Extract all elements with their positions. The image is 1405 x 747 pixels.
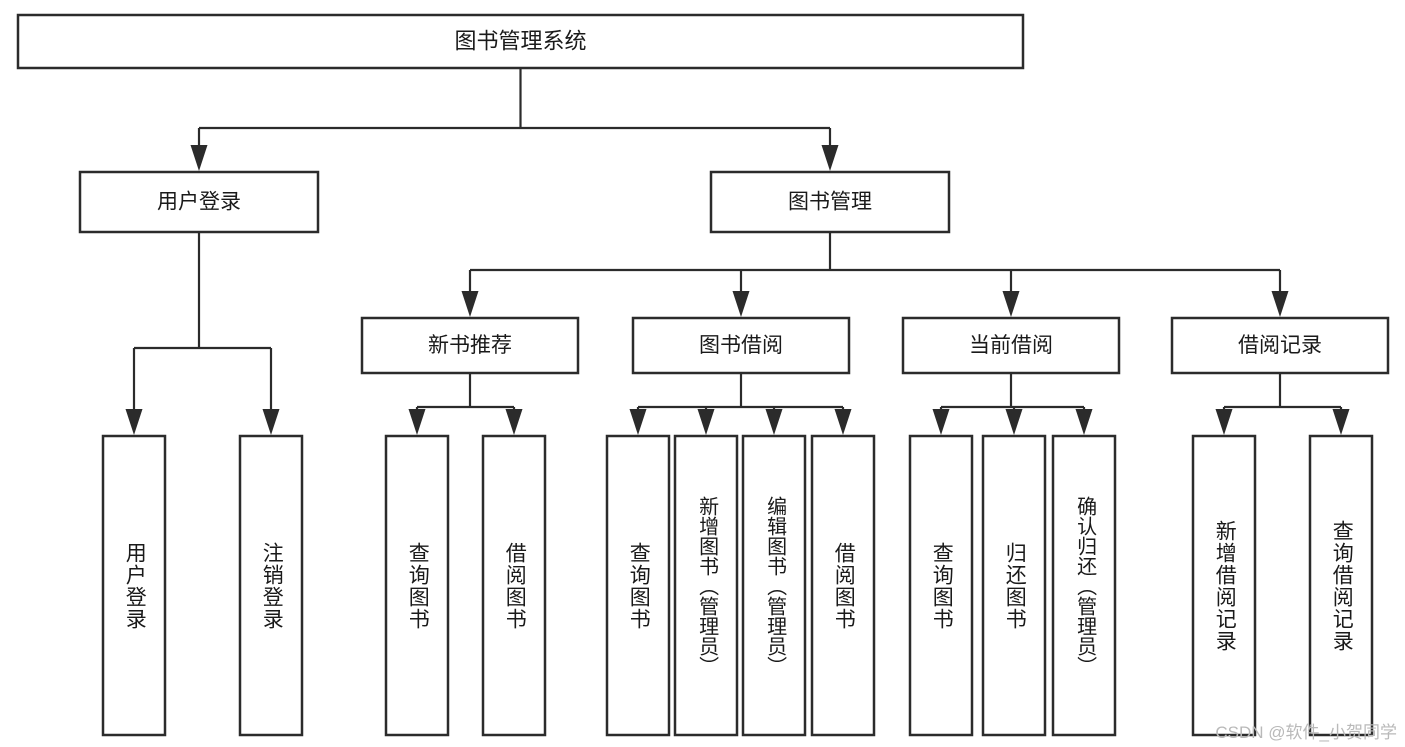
arrow-head-icon	[821, 145, 839, 171]
arrow-head-icon	[1332, 409, 1350, 435]
node-leaf-add-book[interactable]	[673, 434, 739, 737]
arrow-head-icon	[190, 145, 208, 171]
node-leaf-user-login[interactable]	[101, 434, 167, 737]
arrow-head-icon	[1075, 409, 1093, 435]
node-label-current-borrow: 当前借阅	[969, 334, 1053, 357]
node-new-book-rec[interactable]	[360, 316, 580, 375]
node-current-borrow[interactable]	[901, 316, 1121, 375]
arrow-head-icon	[697, 409, 715, 435]
node-leaf-query-book-3[interactable]	[908, 434, 974, 737]
node-leaf-query-record[interactable]	[1308, 434, 1374, 737]
node-leaf-borrow-book-2[interactable]	[810, 434, 876, 737]
node-user-login[interactable]	[78, 170, 320, 234]
arrow-head-icon	[125, 409, 143, 435]
node-label-new-book-rec: 新书推荐	[428, 334, 512, 357]
arrow-head-icon	[765, 409, 783, 435]
node-leaf-return-book[interactable]	[981, 434, 1047, 737]
arrow-head-icon	[408, 409, 426, 435]
node-root[interactable]	[16, 13, 1025, 70]
arrow-head-icon	[732, 291, 750, 317]
node-borrow-record[interactable]	[1170, 316, 1390, 375]
arrow-head-icon	[1002, 291, 1020, 317]
arrow-head-icon	[629, 409, 647, 435]
arrow-head-icon	[1215, 409, 1233, 435]
arrow-head-icon	[262, 409, 280, 435]
arrow-head-icon	[834, 409, 852, 435]
node-label-user-login: 用户登录	[157, 191, 241, 214]
watermark-text: CSDN @软件_小贺同学	[1215, 723, 1397, 742]
arrow-head-icon	[461, 291, 479, 317]
node-leaf-confirm-return[interactable]	[1051, 434, 1117, 737]
node-leaf-borrow-book-1[interactable]	[481, 434, 547, 737]
node-book-manage[interactable]	[709, 170, 951, 234]
node-leaf-edit-book[interactable]	[741, 434, 807, 737]
connector-layer	[125, 68, 1350, 435]
node-leaf-query-book-1[interactable]	[384, 434, 450, 737]
node-book-borrow[interactable]	[631, 316, 851, 375]
node-label-book-borrow: 图书借阅	[699, 334, 783, 357]
node-leaf-add-record[interactable]	[1191, 434, 1257, 737]
arrow-head-icon	[505, 409, 523, 435]
node-leaf-logout[interactable]	[238, 434, 304, 737]
node-label-root: 图书管理系统	[454, 28, 586, 53]
arrow-head-icon	[1005, 409, 1023, 435]
node-label-borrow-record: 借阅记录	[1238, 334, 1322, 357]
arrow-head-icon	[1271, 291, 1289, 317]
node-label-book-manage: 图书管理	[788, 191, 872, 214]
arrow-head-icon	[932, 409, 950, 435]
node-leaf-query-book-2[interactable]	[605, 434, 671, 737]
